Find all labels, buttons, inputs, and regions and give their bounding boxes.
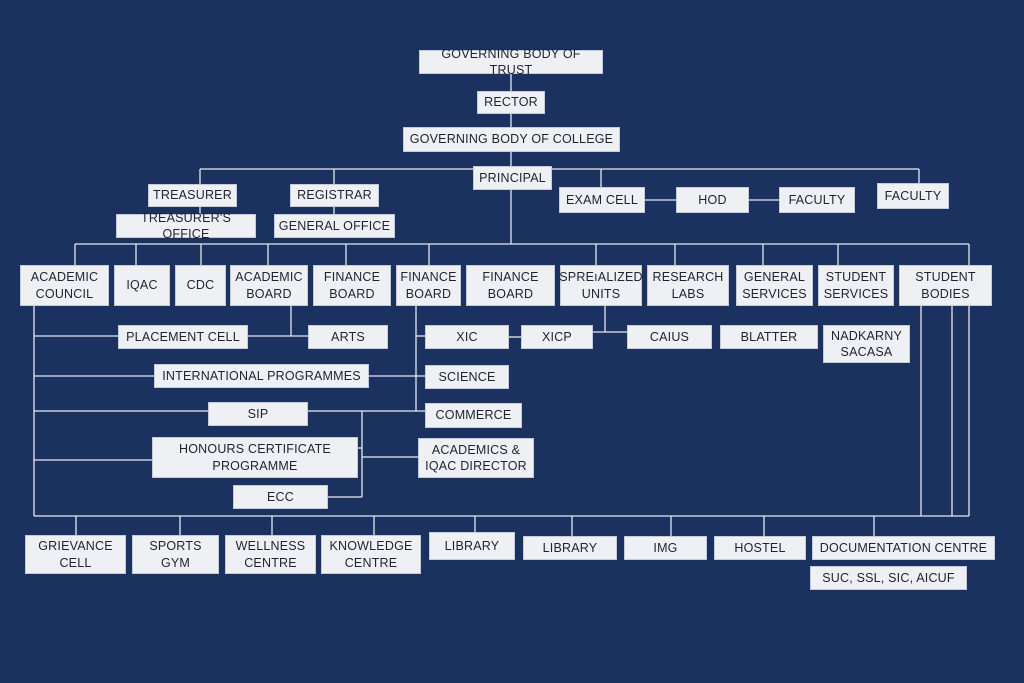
- node-iqac: IQAC: [114, 265, 170, 306]
- node-hostel: HOSTEL: [714, 536, 806, 560]
- node-arts: ARTS: [308, 325, 388, 349]
- node-academic-board: ACADEMIC BOARD: [230, 265, 308, 306]
- node-sip: SIP: [208, 402, 308, 426]
- node-knowledge-centre: KNOWLEDGE CENTRE: [321, 535, 421, 574]
- node-governing-body-college: GOVERNING BODY OF COLLEGE: [403, 127, 620, 152]
- node-governing-body-trust: GOVERNING BODY OF TRUST: [419, 47, 603, 77]
- node-science: SCIENCE: [425, 365, 509, 389]
- node-hod: HOD: [676, 187, 749, 213]
- node-sports-gym: SPORTS GYM: [132, 535, 219, 574]
- node-faculty-2: FACULTY: [877, 183, 949, 209]
- node-specialized-units: SPREıALIZED UNITS: [559, 265, 643, 306]
- node-nadkarny-sacasa: NADKARNY SACASA: [823, 325, 910, 363]
- node-suc-ssl-sic-aicuf: SUC, SSL, SIC, AICUF: [810, 566, 967, 590]
- node-research-labs: RESEARCH LABS: [647, 265, 729, 306]
- node-ecc: ECC: [233, 485, 328, 509]
- node-finance-board-2: FINANCE BOARD: [396, 265, 461, 306]
- node-finance-board-3: FINANCE BOARD: [466, 265, 555, 306]
- node-general-services: GENERAL SERVICES: [736, 265, 813, 306]
- node-placement-cell: PLACEMENT CELL: [118, 325, 248, 349]
- node-honours-certificate: HONOURS CERTIFICATE PROGRAMME: [152, 437, 358, 478]
- node-international-programmes: INTERNATIONAL PROGRAMMES: [154, 364, 369, 388]
- node-xicp: XICP: [521, 325, 593, 349]
- node-principal: PRINCIPAL: [473, 166, 552, 190]
- node-wellness-centre: WELLNESS CENTRE: [225, 535, 316, 574]
- node-treasurers-office: TREASURER'S OFFICE: [116, 211, 256, 241]
- node-student-services: STUDENT SERVICES: [818, 265, 894, 306]
- node-library-2: LIBRARY: [523, 536, 617, 560]
- node-academic-council: ACADEMIC COUNCIL: [20, 265, 109, 306]
- node-grievance-cell: GRIEVANCE CELL: [25, 535, 126, 574]
- node-caius: CAIUS: [627, 325, 712, 349]
- node-commerce: COMMERCE: [425, 403, 522, 428]
- node-rector: RECTOR: [477, 91, 545, 114]
- node-registrar: REGISTRAR: [290, 184, 379, 207]
- node-finance-board-1: FINANCE BOARD: [313, 265, 391, 306]
- node-cdc: CDC: [175, 265, 226, 306]
- node-treasurer: TREASURER: [148, 184, 237, 207]
- node-exam-cell: EXAM CELL: [559, 187, 645, 213]
- node-general-office: GENERAL OFFICE: [274, 214, 395, 238]
- node-documentation-centre: DOCUMENTATION CENTRE: [812, 536, 995, 560]
- node-faculty-1: FACULTY: [779, 187, 855, 213]
- node-xic: XIC: [425, 325, 509, 349]
- node-student-bodies: STUDENT BODIES: [899, 265, 992, 306]
- node-blatter: BLATTER: [720, 325, 818, 349]
- node-library-1: LIBRARY: [429, 532, 515, 560]
- node-academics-iqac-director: ACADEMICS & IQAC DIRECTOR: [418, 438, 534, 478]
- node-img: IMG: [624, 536, 707, 560]
